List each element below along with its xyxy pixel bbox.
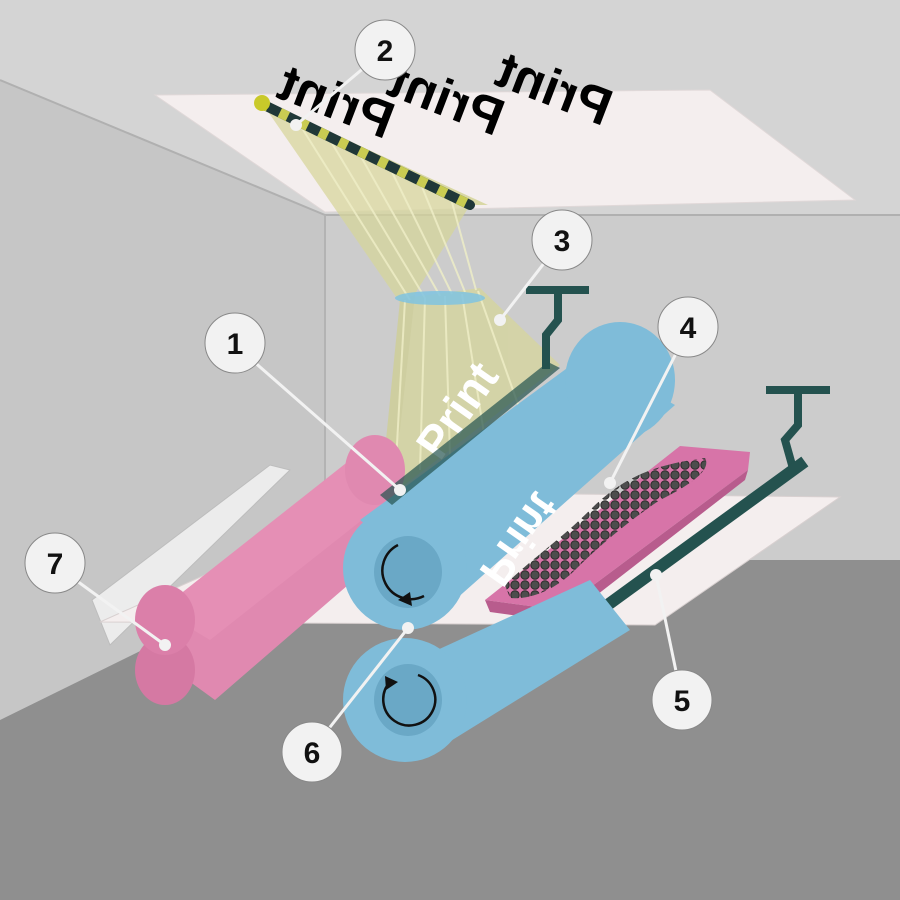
numbered-circle-icon	[24, 532, 86, 594]
beam-line	[449, 194, 477, 291]
charge-bracket-upper	[526, 286, 589, 369]
callout-5: 5	[651, 669, 713, 731]
callout-number: 2	[377, 35, 394, 68]
fuser-lower-end	[135, 635, 195, 705]
beam-line	[444, 295, 451, 456]
toner-hopper	[485, 446, 750, 622]
tray-edge	[485, 470, 748, 622]
beam-impact-stripe	[380, 362, 560, 505]
beam-line	[329, 139, 426, 299]
callout-3: 3	[531, 209, 593, 271]
beam-lines	[299, 124, 521, 481]
beam-line	[359, 154, 441, 297]
callout-1: 1	[204, 312, 266, 374]
anchor-3	[494, 314, 506, 326]
anchor-5	[650, 569, 662, 581]
beam-lower-fan	[385, 288, 560, 500]
corona-wire	[766, 386, 830, 470]
callout-number: 5	[674, 685, 691, 718]
callout-number: 3	[554, 225, 571, 258]
leader-4	[608, 329, 690, 484]
anchor-7	[159, 639, 171, 651]
callout-2: 2	[354, 19, 416, 81]
callout-4: 4	[657, 296, 719, 358]
callout-number: 7	[47, 548, 64, 581]
rotate-clockwise-icon	[382, 673, 437, 727]
upper-drum-far-end	[565, 322, 675, 438]
numbered-circle-icon	[354, 19, 416, 81]
anchor-1	[394, 484, 406, 496]
beam-line	[419, 297, 426, 471]
beam-line	[299, 124, 411, 301]
callout-anchors	[159, 119, 662, 651]
leader-1	[234, 343, 401, 492]
callout-7: 7	[24, 532, 86, 594]
rotate-counterclockwise-icon	[381, 543, 425, 606]
fuser-upper-body	[160, 460, 400, 640]
toner	[505, 458, 707, 599]
callout-number: 6	[304, 737, 321, 770]
fuser-lower-body	[160, 500, 400, 700]
mirror-end-cap	[254, 95, 270, 111]
callout-6: 6	[281, 721, 343, 783]
fuser-upper-end	[135, 585, 195, 655]
anchor-6	[402, 622, 414, 634]
focus-lens	[395, 291, 485, 305]
anchor-4	[604, 477, 616, 489]
callout-number: 1	[227, 328, 244, 361]
bracket-stem	[542, 286, 562, 369]
anchor-2	[290, 119, 302, 131]
numbered-circle-icon	[531, 209, 593, 271]
mirror-stripes	[257, 98, 473, 210]
numbered-circle-icon	[204, 312, 266, 374]
bracket-stem	[780, 386, 802, 470]
corona-bar	[589, 456, 809, 621]
beam-line	[389, 167, 453, 295]
beam-line	[419, 181, 466, 293]
callout-number: 4	[680, 312, 697, 345]
numbered-circle-icon	[651, 669, 713, 731]
numbered-circle-icon	[657, 296, 719, 358]
numbered-circle-icon	[281, 721, 343, 783]
